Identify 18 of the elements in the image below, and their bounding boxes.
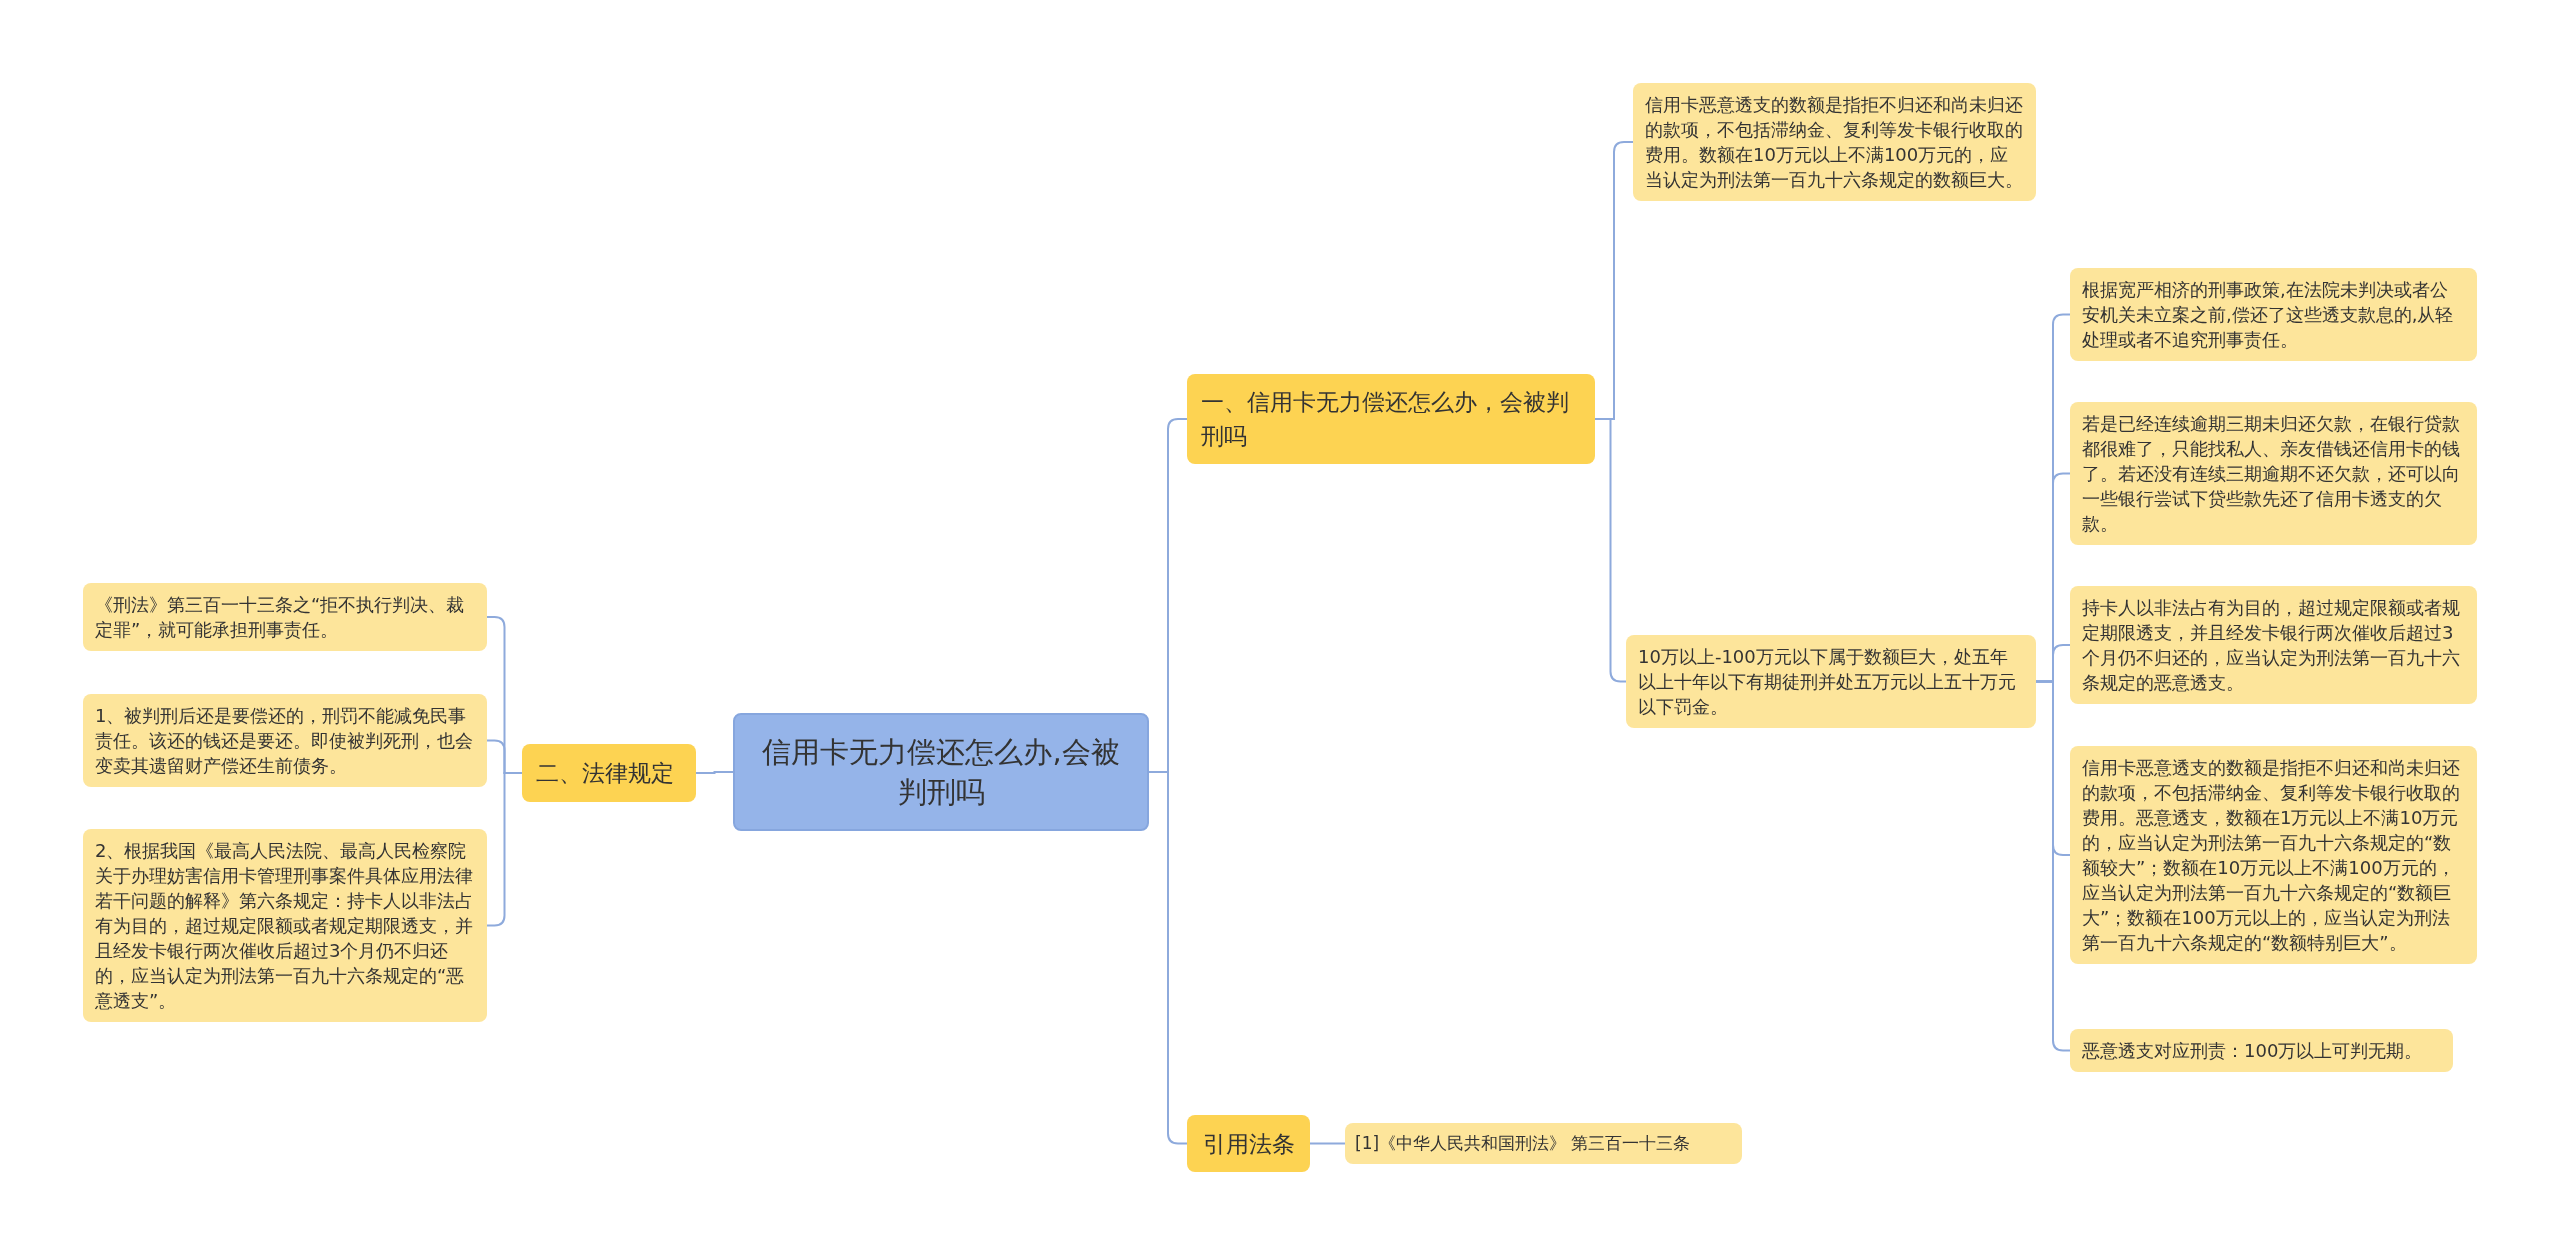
note-box: 1、被判刑后还是要偿还的，刑罚不能减免民事责任。该还的钱还是要还。即使被判死刑，也会变卖其遗留财产偿还生前债务。 (83, 694, 487, 787)
note-box: 若是已经连续逾期三期未归还欠款，在银行贷款都很难了，只能找私人、亲友借钱还信用卡的钱了。若还没有连续三期逾期不还欠款，还可以向一些银行尝试下贷些款先还了信用卡透支的欠款。 (2070, 402, 2477, 545)
note-box: 持卡人以非法占有为目的，超过规定限额或者规定期限透支，并且经发卡银行两次催收后超过3个月仍不归还的，应当认定为刑法第一百九十六条规定的恶意透支。 (2070, 586, 2477, 704)
topic-box: 一、信用卡无力偿还怎么办，会被判刑吗 (1187, 374, 1595, 464)
note-box: 10万以上-100万元以下属于数额巨大，处五年以上十年以下有期徒刑并处五万元以上五十万元以下罚金。 (1626, 635, 2036, 728)
note-box: 恶意透支对应刑责：100万以上可判无期。 (2070, 1029, 2453, 1072)
note-box: 《刑法》第三百一十三条之“拒不执行判决、裁定罪”，就可能承担刑事责任。 (83, 583, 487, 651)
topic-box: 二、法律规定 (522, 744, 696, 802)
note-box: 信用卡恶意透支的数额是指拒不归还和尚未归还的款项，不包括滞纳金、复利等发卡银行收取的费用。恶意透支，数额在1万元以上不满10万元的，应当认定为刑法第一百九十六条规定的“数额较大”；数额在10万元以上不满100万元的，应当认定为刑法第一百九十六条规定的“数额巨大”；数额在100万元以上的，应当认定为刑法第一百九十六条规定的“数额特别巨大”。 (2070, 746, 2477, 964)
note-box: 信用卡恶意透支的数额是指拒不归还和尚未归还的款项，不包括滞纳金、复利等发卡银行收取的费用。数额在10万元以上不满100万元的，应当认定为刑法第一百九十六条规定的数额巨大。 (1633, 83, 2036, 201)
note-box: [1]《中华人民共和国刑法》 第三百一十三条 (1345, 1123, 1742, 1164)
topic-box: 引用法条 (1187, 1115, 1310, 1172)
note-box: 根据宽严相济的刑事政策,在法院未判决或者公安机关未立案之前,偿还了这些透支款息的,从轻处理或者不追究刑事责任。 (2070, 268, 2477, 361)
connector-line (1309, 1142, 1346, 1145)
central-topic: 信用卡无力偿还怎么办,会被判刑吗 (733, 713, 1149, 831)
connector-line (695, 771, 734, 774)
note-box: 2、根据我国《最高人民法院、最高人民检察院关于办理妨害信用卡管理刑事案件具体应用法律若干问题的解释》第六条规定：持卡人以非法占有为目的，超过规定限额或者规定期限透支，并且经发卡银行两次催收后超过3个月仍不归还的，应当认定为刑法第一百九十六条规定的“恶意透支”。 (83, 829, 487, 1022)
connector-line (1594, 418, 1627, 683)
